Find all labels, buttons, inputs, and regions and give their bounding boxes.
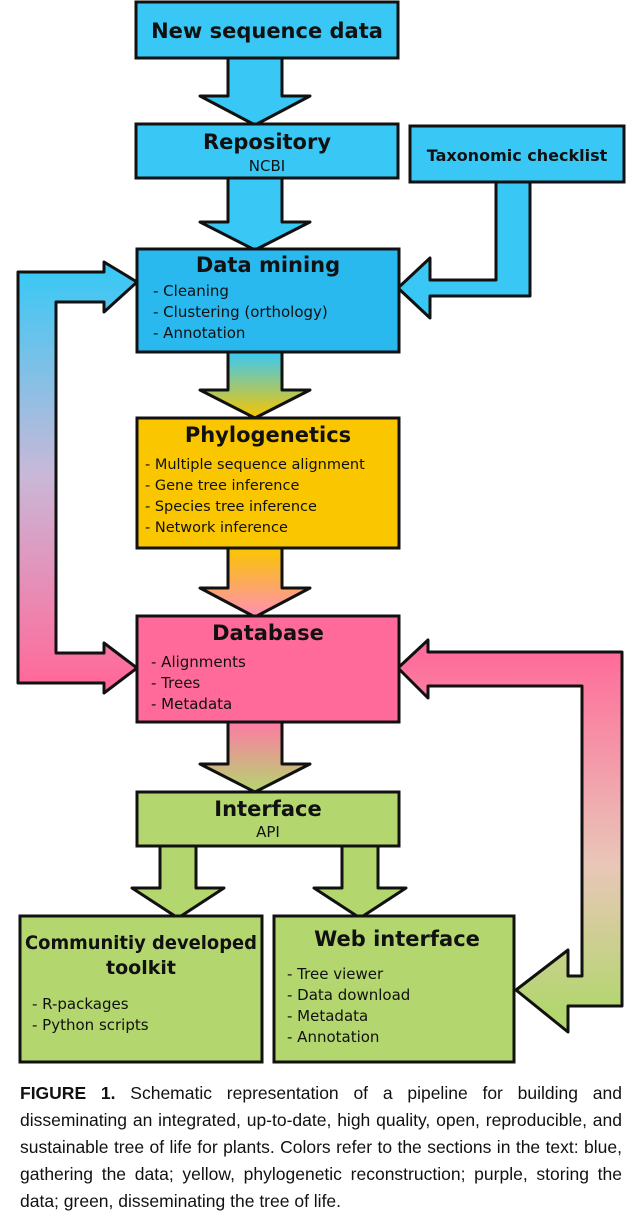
data-mining-title: Data mining [196, 253, 340, 277]
community-title-line1: Communitiy developed [25, 932, 257, 954]
arrow-interface-to-community [130, 844, 226, 920]
web-interface-item: - Metadata [287, 1007, 368, 1025]
figure-caption: FIGURE 1. Schematic representation of a … [20, 1080, 622, 1215]
box-repository: Repository NCBI [134, 122, 400, 180]
box-web-interface: Web interface - Tree viewer - Data downl… [272, 914, 516, 1064]
pipeline-diagram: New sequence data Repository NCBI Taxono… [16, 0, 626, 1064]
box-taxonomic-checklist: Taxonomic checklist [408, 124, 626, 184]
box-data-mining: Data mining - Cleaning - Clustering (ort… [135, 247, 401, 354]
database-item: - Trees [151, 674, 200, 692]
box-database: Database - Alignments - Trees - Metadata [135, 614, 401, 724]
taxonomic-title: Taxonomic checklist [427, 146, 608, 165]
phylogenetics-item: - Species tree inference [145, 499, 317, 515]
interface-subtitle: API [256, 823, 280, 841]
phylogenetics-item: - Gene tree inference [145, 478, 299, 494]
web-interface-item: - Data download [287, 986, 410, 1004]
phylogenetics-title: Phylogenetics [185, 423, 351, 447]
arrow-phylogenetics-to-database [198, 546, 312, 619]
arrow-database-to-interface [198, 720, 312, 794]
interface-title: Interface [214, 797, 321, 821]
repository-title: Repository [203, 130, 331, 154]
box-phylogenetics: Phylogenetics - Multiple sequence alignm… [135, 416, 401, 550]
phylogenetics-item: - Multiple sequence alignment [145, 457, 365, 473]
community-item: - Python scripts [32, 1016, 149, 1034]
arrow-interface-to-web [312, 844, 408, 920]
arrow-right-loop [396, 638, 624, 1034]
box-interface: Interface API [135, 790, 401, 848]
new-sequence-title: New sequence data [151, 19, 383, 43]
phylogenetics-item: - Network inference [145, 520, 288, 536]
caption-label: FIGURE 1. [20, 1083, 116, 1103]
repository-subtitle: NCBI [249, 157, 285, 175]
caption-text: Schematic representation of a pipeline f… [20, 1083, 622, 1211]
database-item: - Metadata [151, 695, 232, 713]
data-mining-item: - Cleaning [153, 282, 229, 300]
community-item: - R-packages [32, 995, 129, 1013]
box-community-toolkit: Communitiy developed toolkit - R-package… [18, 914, 264, 1064]
database-item: - Alignments [151, 653, 246, 671]
community-title-line2: toolkit [106, 957, 176, 979]
arrow-datamining-to-phylogenetics [198, 350, 312, 420]
arrow-newseq-to-repository [198, 56, 312, 127]
arrow-left-loop [16, 260, 139, 695]
web-interface-item: - Annotation [287, 1028, 379, 1046]
arrow-repository-to-datamining [198, 176, 312, 252]
database-title: Database [212, 621, 324, 645]
data-mining-item: - Clustering (orthology) [153, 303, 328, 321]
web-interface-item: - Tree viewer [287, 965, 384, 983]
box-new-sequence-data: New sequence data [134, 0, 400, 60]
web-interface-title: Web interface [314, 927, 480, 951]
arrow-taxonomic-to-datamining [396, 178, 532, 320]
data-mining-item: - Annotation [153, 324, 245, 342]
